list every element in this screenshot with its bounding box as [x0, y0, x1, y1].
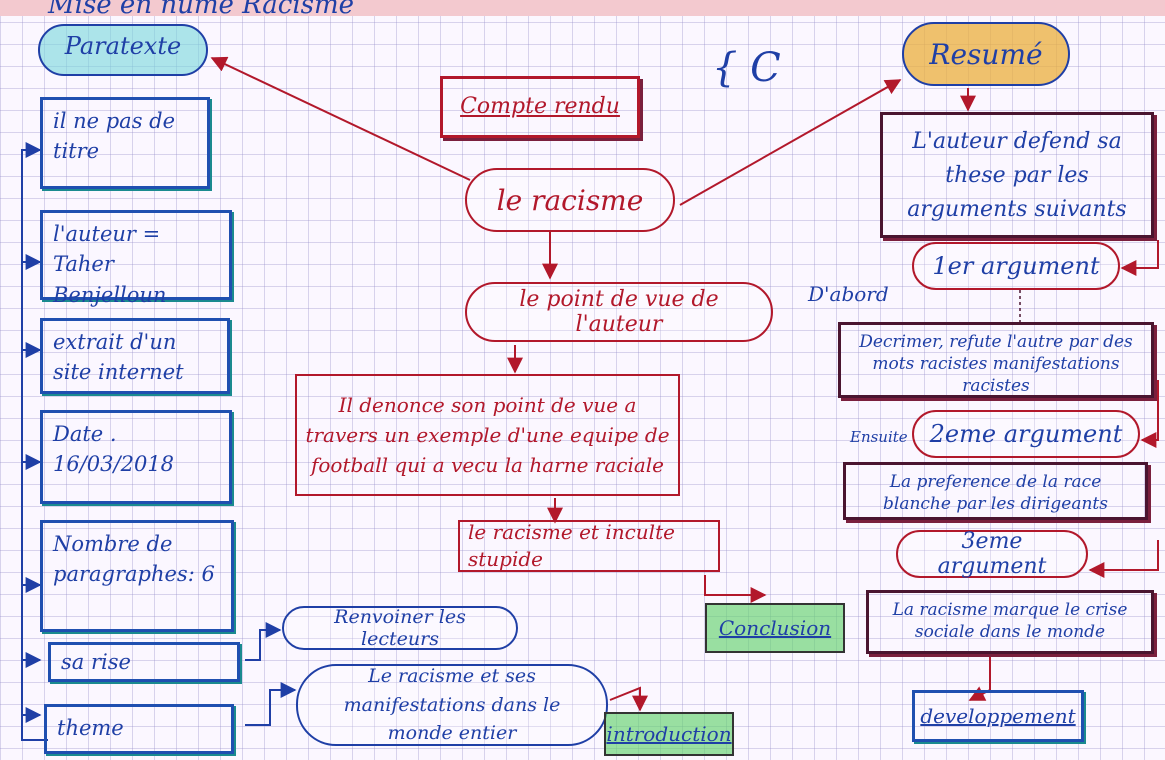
- racisme-cloud: le racisme: [465, 168, 675, 232]
- box-visee-text: sa rise: [61, 650, 131, 674]
- resume-label: Resumé: [929, 37, 1043, 71]
- compte-rendu-label: Compte rendu: [460, 94, 620, 120]
- arrow-stupide-to-conclusion: [704, 575, 767, 603]
- denonce-box: Il denonce son point de vue a travers un…: [295, 374, 680, 496]
- arrow-side-arg1: [1120, 240, 1159, 276]
- arg1-cloud: 1er argument: [912, 242, 1120, 290]
- denonce-text: Il denonce son point de vue a travers un…: [305, 393, 670, 477]
- arrow-side-arg3: [1088, 540, 1159, 578]
- introduction-label: introduction: [606, 721, 732, 746]
- arg3-cloud: 3eme argument: [896, 529, 1088, 579]
- box-paragraphs-text: Nombre de paragraphes: 6: [53, 532, 215, 587]
- branch-renvoi: [245, 622, 282, 661]
- developpement-box: developpement: [912, 690, 1084, 742]
- renvoi-text: Renvoiner les lecteurs: [334, 606, 466, 650]
- arg3-text-box: La racisme marque le crise sociale dans …: [866, 590, 1154, 654]
- paratexte-cloud: Paratexte: [38, 24, 208, 76]
- dabord-label: D'abord: [808, 282, 889, 306]
- resume-cloud: Resumé: [902, 22, 1070, 86]
- paratexte-box-author: l'auteur = Taher Benjelloun: [40, 210, 232, 307]
- paratexte-box-title: il ne pas de titre: [40, 97, 210, 189]
- box-title-text: il ne pas de titre: [53, 109, 176, 164]
- racisme-label: le racisme: [496, 183, 644, 217]
- arg2-cloud: 2eme argument: [912, 410, 1140, 458]
- paratexte-box-source: extrait d'un site internet: [40, 318, 230, 394]
- racisme-stupide-text: le racisme et inculte stupide: [468, 520, 675, 571]
- top-margin-strip: [0, 0, 1165, 16]
- arg2-text-box: La preference de la race blanche par les…: [843, 462, 1148, 520]
- arg2-text: La preference de la race blanche par les…: [883, 472, 1108, 515]
- arrow-to-resume: [679, 79, 902, 206]
- arg2-label: 2eme argument: [929, 420, 1123, 448]
- box-date-text: Date . 16/03/2018: [53, 422, 175, 477]
- these-text: L'auteur defend sa these par les argumen…: [907, 129, 1127, 223]
- branch-theme: [245, 682, 297, 726]
- arg1-label: 1er argument: [932, 252, 1100, 280]
- paratexte-box-paragraphs: Nombre de paragraphes: 6: [40, 520, 234, 632]
- theme-cloud: Le racisme et ses manifestations dans le…: [296, 664, 608, 746]
- renvoi-cloud: Renvoiner les lecteurs: [282, 606, 518, 650]
- theme-cloud-text: Le racisme et ses manifestations dans le…: [343, 665, 561, 745]
- developpement-label: developpement: [920, 703, 1076, 728]
- racisme-stupide-box: le racisme et inculte stupide: [458, 520, 720, 572]
- conclusion-label: Conclusion: [718, 615, 832, 640]
- page-title: Mise en nume Racisme: [48, 0, 355, 20]
- arrow-side-arg2: [1140, 380, 1159, 448]
- paratexte-box-visee: sa rise: [48, 642, 240, 682]
- paratexte-label: Paratexte: [64, 32, 182, 60]
- paratexte-box-theme: theme: [44, 704, 234, 754]
- conclusion-box: Conclusion: [705, 603, 845, 653]
- box-source-text: extrait d'un site internet: [53, 330, 184, 385]
- point-de-vue-label: le point de vue de l'auteur: [519, 287, 719, 337]
- arg1-text-box: Decrimer, refute l'autre par des mots ra…: [838, 322, 1154, 398]
- arg3-label: 3eme argument: [937, 529, 1047, 579]
- introduction-box: introduction: [604, 712, 734, 756]
- these-box: L'auteur defend sa these par les argumen…: [880, 112, 1154, 238]
- paratexte-box-date: Date . 16/03/2018: [40, 410, 232, 504]
- compte-rendu-box: Compte rendu: [440, 76, 640, 138]
- corner-mark: { C: [712, 45, 781, 91]
- box-author-text: l'auteur = Taher Benjelloun: [53, 222, 167, 307]
- arg3-text: La racisme marque le crise sociale dans …: [892, 600, 1128, 643]
- arg1-text: Decrimer, refute l'autre par des mots ra…: [859, 332, 1133, 397]
- ensuite-label: Ensuite: [850, 428, 908, 446]
- arrow-to-paratexte: [210, 56, 471, 181]
- point-de-vue-cloud: le point de vue de l'auteur: [465, 282, 773, 342]
- arrow-theme-to-introduction: [609, 686, 648, 712]
- box-theme-text: theme: [57, 716, 124, 740]
